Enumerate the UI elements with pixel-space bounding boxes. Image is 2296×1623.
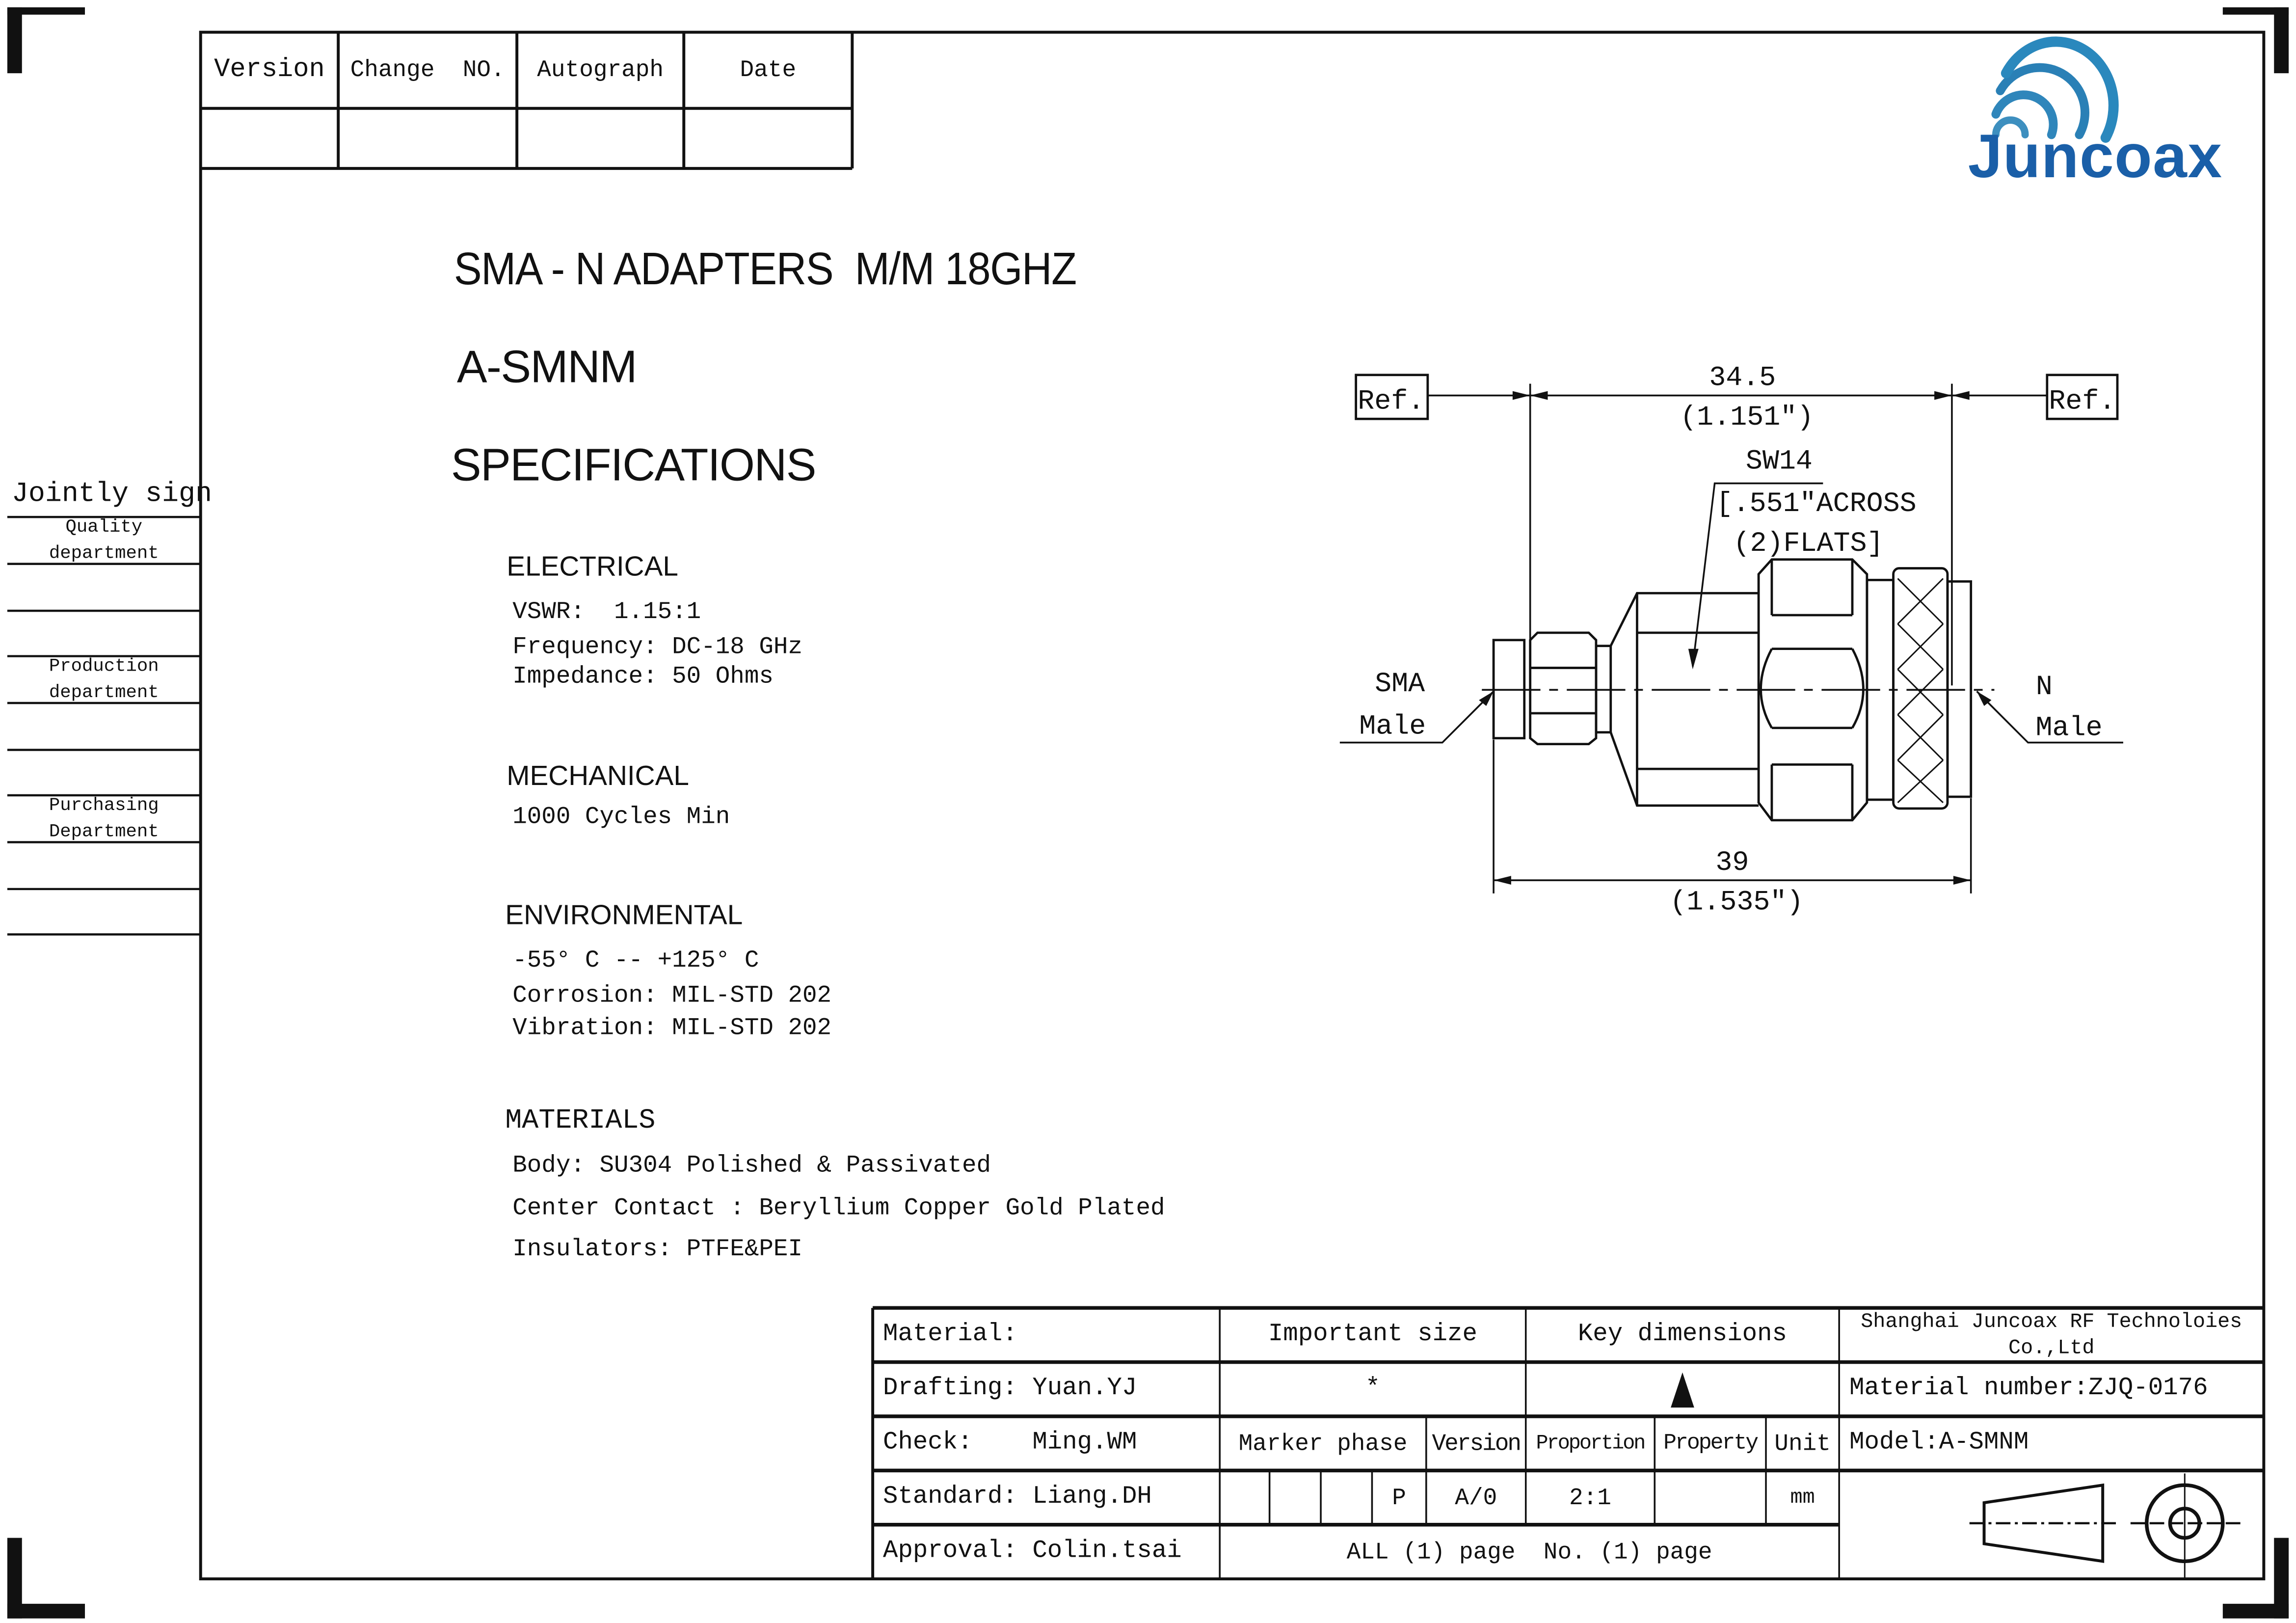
mechanical-heading: MECHANICAL	[507, 761, 689, 793]
version-header: Version	[1432, 1430, 1522, 1457]
key-dimension-triangle-icon	[1526, 1362, 1839, 1416]
sidebar-purchasing-department: Purchasing Department	[49, 795, 159, 842]
jointly-sign-label: Jointly sign	[11, 477, 213, 510]
dim-top-inch: (1.151")	[1680, 402, 1814, 433]
spec-temperature: -55° C -- +125° C	[512, 946, 759, 974]
revision-header-date: Date	[740, 57, 797, 84]
logo-arcs-icon	[1991, 36, 2119, 143]
sidebar-lines	[7, 515, 201, 936]
main-frame	[199, 30, 2266, 1581]
sma-male-label: Male	[1359, 711, 1426, 743]
title-block-lines	[871, 1306, 2264, 1579]
version-value: A/0	[1455, 1484, 1497, 1511]
wrench-size: SW14	[1746, 446, 1813, 478]
revision-header-version: Version	[214, 55, 325, 85]
important-size-mark: *	[1365, 1375, 1381, 1404]
material-number: Material number:ZJQ-0176	[1849, 1375, 2208, 1404]
material-field: Material:	[883, 1321, 1017, 1349]
sidebar-quality-department: Quality department	[49, 517, 159, 564]
standard-field: Standard: Liang.DH	[883, 1484, 1152, 1512]
ref-right-label: Ref.	[2049, 386, 2115, 417]
key-dimensions-header: Key dimensions	[1577, 1321, 1787, 1349]
proportion-header: Proportion	[1536, 1432, 1646, 1456]
unit-value: mm	[1790, 1486, 1815, 1510]
page-title: SMA - N ADAPTERS M/M 18GHZ	[454, 243, 1077, 295]
spec-vswr: VSWR: 1.15:1	[512, 597, 701, 625]
corner-marks	[7, 7, 2289, 1619]
revision-header-autograph: Autograph	[537, 57, 664, 84]
check-field: Check: Ming.WM	[883, 1429, 1137, 1458]
dim-top-mm: 34.5	[1709, 363, 1776, 394]
company-name: Shanghai Juncoax RF Technoloies Co.,Ltd	[1839, 1308, 2264, 1362]
model-field: Model:A-SMNM	[1849, 1429, 2029, 1458]
model-title: A-SMNM	[456, 341, 638, 393]
wrench-note-2: (2)FLATS]	[1733, 528, 1883, 560]
company-name-line-1: Shanghai Juncoax RF Technoloies	[1861, 1310, 2243, 1334]
wrench-note-1: [.551"ACROSS	[1716, 488, 1917, 520]
revision-table-lines	[200, 32, 854, 170]
marker-phase-header: Marker phase	[1238, 1430, 1408, 1457]
sma-label: SMA	[1375, 669, 1425, 700]
spec-center-contact: Center Contact : Beryllium Copper Gold P…	[512, 1193, 1165, 1222]
specifications-heading: SPECIFICATIONS	[451, 439, 817, 491]
spec-corrosion: Corrosion: MIL-STD 202	[512, 981, 832, 1009]
spec-frequency: Frequency: DC-18 GHz	[512, 632, 803, 661]
sidebar-production-department: Production department	[49, 656, 159, 703]
electrical-heading: ELECTRICAL	[507, 552, 678, 583]
property-header: Property	[1663, 1431, 1759, 1456]
important-size-header: Important size	[1268, 1321, 1477, 1349]
spec-impedance: Impedance: 50 Ohms	[512, 662, 774, 690]
spec-vibration: Vibration: MIL-STD 202	[512, 1013, 832, 1042]
dim-bottom-mm: 39	[1715, 847, 1749, 879]
revision-header-change-no: Change NO.	[350, 57, 505, 84]
approval-field: Approval: Colin.tsai	[883, 1538, 1182, 1566]
connector-drawing	[1339, 374, 2123, 893]
dim-bottom-inch: (1.535")	[1670, 887, 1803, 919]
spec-body: Body: SU304 Polished & Passivated	[512, 1151, 991, 1179]
juncoax-logo: Juncoax	[1968, 121, 2223, 190]
spec-insulators: Insulators: PTFE&PEI	[512, 1235, 803, 1263]
n-label: N	[2036, 672, 2053, 703]
proportion-value: 2:1	[1569, 1484, 1611, 1511]
company-name-line-2: Co.,Ltd	[2008, 1336, 2095, 1360]
phase-value: P	[1392, 1484, 1406, 1511]
n-male-label: Male	[2036, 713, 2103, 744]
ref-left-label: Ref.	[1358, 386, 1424, 417]
materials-heading: MATERIALS	[505, 1104, 656, 1137]
projection-symbol-icon	[1969, 1473, 2241, 1579]
spec-cycles: 1000 Cycles Min	[512, 802, 730, 831]
page-count: ALL (1) page No. (1) page	[1346, 1539, 1712, 1565]
unit-header: Unit	[1774, 1430, 1831, 1457]
drafting-field: Drafting: Yuan.YJ	[883, 1375, 1137, 1404]
environmental-heading: ENVIRONMENTAL	[505, 900, 743, 932]
